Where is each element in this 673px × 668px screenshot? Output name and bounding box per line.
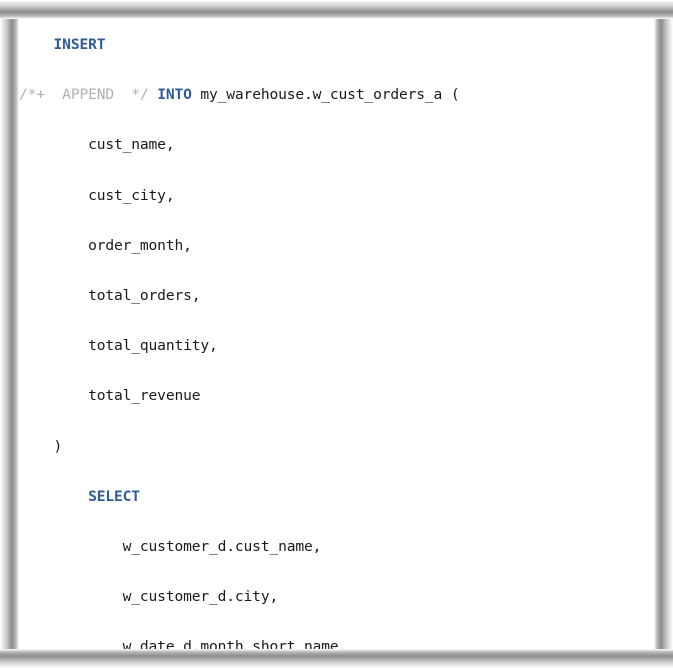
- code-indent: [19, 538, 123, 555]
- code-line: w_date_d.month_short_name,: [19, 634, 654, 649]
- code-indent: [19, 237, 88, 254]
- sql-text: [149, 86, 158, 103]
- sql-keyword: INSERT: [53, 36, 106, 53]
- code-indent: [19, 187, 88, 204]
- sql-text: cust_name,: [88, 136, 175, 154]
- sql-text: ): [53, 437, 63, 455]
- code-line: total_revenue: [19, 383, 654, 408]
- sql-text: total_quantity,: [88, 337, 218, 355]
- code-indent: [19, 136, 88, 153]
- code-line: SELECT: [19, 484, 654, 509]
- code-line: w_customer_d.cust_name,: [19, 534, 654, 559]
- sql-text: total_orders,: [88, 286, 201, 304]
- code-line: ): [19, 434, 654, 459]
- sql-keyword: INTO: [157, 86, 192, 104]
- code-line: total_orders,: [19, 283, 654, 308]
- code-indent: [19, 387, 88, 404]
- code-line: INSERT: [19, 32, 654, 57]
- sql-text: cust_city,: [88, 186, 175, 204]
- code-indent: [19, 638, 123, 649]
- sql-text: my_warehouse.w_cust_orders_a (: [191, 86, 460, 104]
- code-line: order_month,: [19, 233, 654, 258]
- code-line: total_quantity,: [19, 333, 654, 358]
- code-indent: [19, 438, 54, 455]
- sql-comment: /*+ APPEND */: [19, 86, 149, 104]
- code-indent: [19, 488, 88, 505]
- code-line: /*+ APPEND */ INTO my_warehouse.w_cust_o…: [19, 82, 654, 107]
- code-indent: [19, 588, 123, 605]
- sql-code-block[interactable]: INSERT /*+ APPEND */ INTO my_warehouse.w…: [19, 32, 654, 649]
- code-indent: [19, 337, 88, 354]
- code-line: cust_city,: [19, 183, 654, 208]
- sql-text: order_month,: [88, 236, 192, 254]
- code-line: w_customer_d.city,: [19, 584, 654, 609]
- sql-text: total_revenue: [88, 387, 201, 405]
- sql-text: w_date_d.month_short_name,: [122, 638, 348, 649]
- sql-text: w_customer_d.cust_name,: [122, 537, 322, 555]
- code-indent: [19, 36, 54, 53]
- code-indent: [19, 287, 88, 304]
- sql-keyword: SELECT: [88, 487, 140, 505]
- code-surface: INSERT /*+ APPEND */ INTO my_warehouse.w…: [19, 19, 654, 649]
- sql-text: w_customer_d.city,: [122, 588, 279, 606]
- code-line: cust_name,: [19, 132, 654, 157]
